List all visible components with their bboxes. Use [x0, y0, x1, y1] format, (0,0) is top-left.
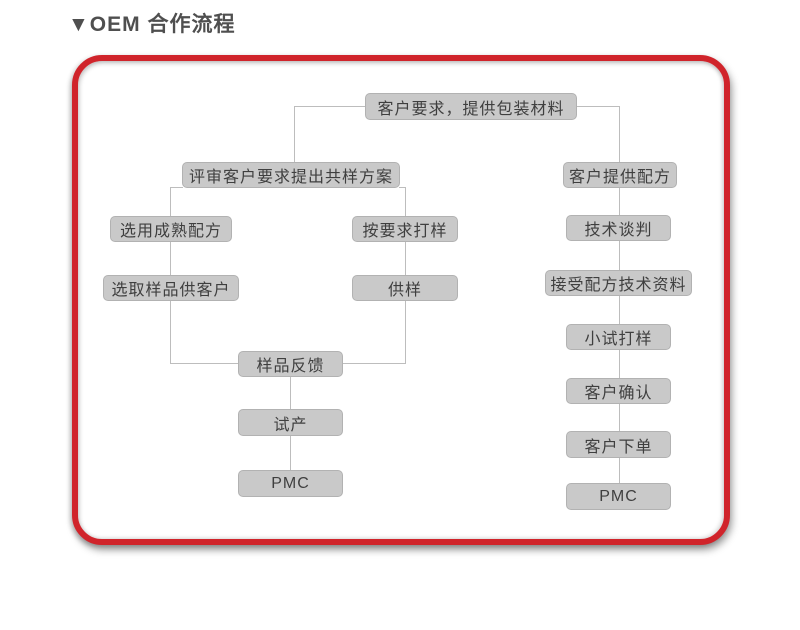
connector-line — [170, 301, 171, 364]
connector-line — [170, 187, 171, 216]
flow-node-mature-formula: 选用成熟配方 — [110, 216, 232, 242]
connector-line — [294, 106, 295, 162]
flow-node-supply-sample: 供样 — [352, 275, 458, 301]
connector-line — [170, 242, 171, 275]
connector-line — [405, 242, 406, 275]
flow-node-review-proposal: 评审客户要求提出共样方案 — [182, 162, 400, 188]
flow-node-customer-confirm: 客户确认 — [566, 378, 671, 404]
flow-node-sample-feedback: 样品反馈 — [238, 351, 343, 377]
flow-node-pmc-left: PMC — [238, 470, 343, 497]
connector-line — [170, 187, 183, 188]
connector-line — [619, 106, 620, 162]
connector-line — [290, 377, 291, 409]
connector-line — [619, 241, 620, 270]
connector-line — [619, 296, 620, 324]
flow-node-sample-for-customer: 选取样品供客户 — [103, 275, 239, 301]
connector-line — [405, 187, 406, 216]
connector-line — [290, 436, 291, 470]
flow-node-accept-formula-docs: 接受配方技术资料 — [545, 270, 692, 296]
connector-line — [343, 363, 405, 364]
flow-node-customer-order: 客户下单 — [566, 431, 671, 458]
flow-node-pilot-proof: 小试打样 — [566, 324, 671, 350]
flow-node-trial-production: 试产 — [238, 409, 343, 436]
connector-line — [619, 404, 620, 431]
connector-line — [170, 363, 238, 364]
flow-node-tech-negotiation: 技术谈判 — [566, 215, 671, 241]
flow-node-pmc-right: PMC — [566, 483, 671, 510]
connector-line — [619, 188, 620, 215]
connector-line — [619, 458, 620, 483]
connector-line — [577, 106, 620, 107]
flow-node-proof-on-request: 按要求打样 — [352, 216, 458, 242]
connector-line — [399, 187, 406, 188]
flow-node-customer-formula: 客户提供配方 — [563, 162, 677, 188]
flow-node-customer-request: 客户要求，提供包装材料 — [365, 93, 577, 120]
connector-line — [294, 106, 365, 107]
connector-line — [405, 301, 406, 364]
page-title: ▼OEM 合作流程 — [68, 13, 236, 36]
connector-line — [619, 350, 620, 378]
